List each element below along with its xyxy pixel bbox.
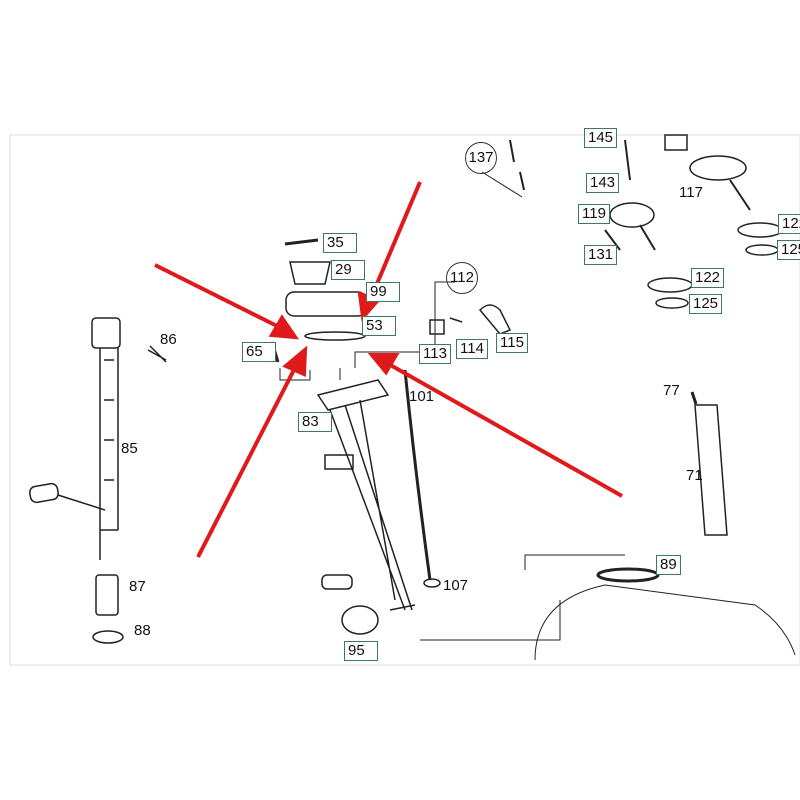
label-85: 85 — [121, 440, 138, 457]
label-83: 83 — [298, 412, 332, 432]
ring-88 — [92, 630, 124, 644]
cap-117 — [689, 155, 747, 181]
label-125b: 125 — [689, 294, 723, 314]
label-117: 117 — [679, 184, 703, 201]
label-122a: 122 — [778, 214, 800, 234]
label-125a: 125 — [777, 240, 800, 260]
tube-71 — [694, 404, 728, 536]
label-143: 143 — [586, 173, 620, 193]
label-122b: 122 — [691, 268, 725, 288]
label-77: 77 — [663, 382, 680, 399]
ring-35 — [284, 238, 319, 246]
tank — [524, 554, 796, 661]
ring-107 — [423, 578, 441, 588]
label-29: 29 — [331, 260, 365, 280]
label-115: 115 — [496, 333, 528, 353]
label-107: 107 — [443, 577, 469, 594]
screw-77 — [690, 391, 698, 405]
level-sensor-85 — [29, 317, 121, 560]
filter-87 — [95, 574, 119, 616]
elbow-115 — [478, 304, 512, 335]
label-145: 145 — [584, 128, 618, 148]
label-131: 131 — [584, 245, 618, 265]
label-113: 113 — [419, 344, 451, 364]
label-87: 87 — [129, 578, 146, 595]
label-65: 65 — [242, 342, 276, 362]
label-119: 119 — [578, 204, 610, 224]
diagram-frame — [9, 134, 800, 666]
label-101: 101 — [409, 388, 435, 405]
line-101 — [403, 369, 432, 581]
label-99: 99 — [366, 282, 400, 302]
label-86: 86 — [160, 331, 177, 348]
label-89: 89 — [656, 555, 681, 575]
label-35: 35 — [323, 233, 357, 253]
valve-113 — [429, 317, 463, 335]
label-88: 88 — [134, 622, 151, 639]
seal-53 — [304, 331, 366, 341]
pump-83 — [316, 379, 416, 635]
ring-125b — [655, 297, 689, 309]
cap-119 — [609, 202, 655, 228]
label-95: 95 — [344, 641, 378, 661]
cap-29 — [289, 261, 331, 285]
label-71: 71 — [686, 467, 703, 484]
plug-86 — [147, 345, 167, 363]
label-137: 137 — [465, 142, 497, 174]
label-112: 112 — [446, 262, 478, 294]
ring-89 — [596, 567, 660, 583]
label-53: 53 — [362, 316, 396, 336]
label-114: 114 — [456, 339, 488, 359]
part-top — [664, 134, 688, 151]
